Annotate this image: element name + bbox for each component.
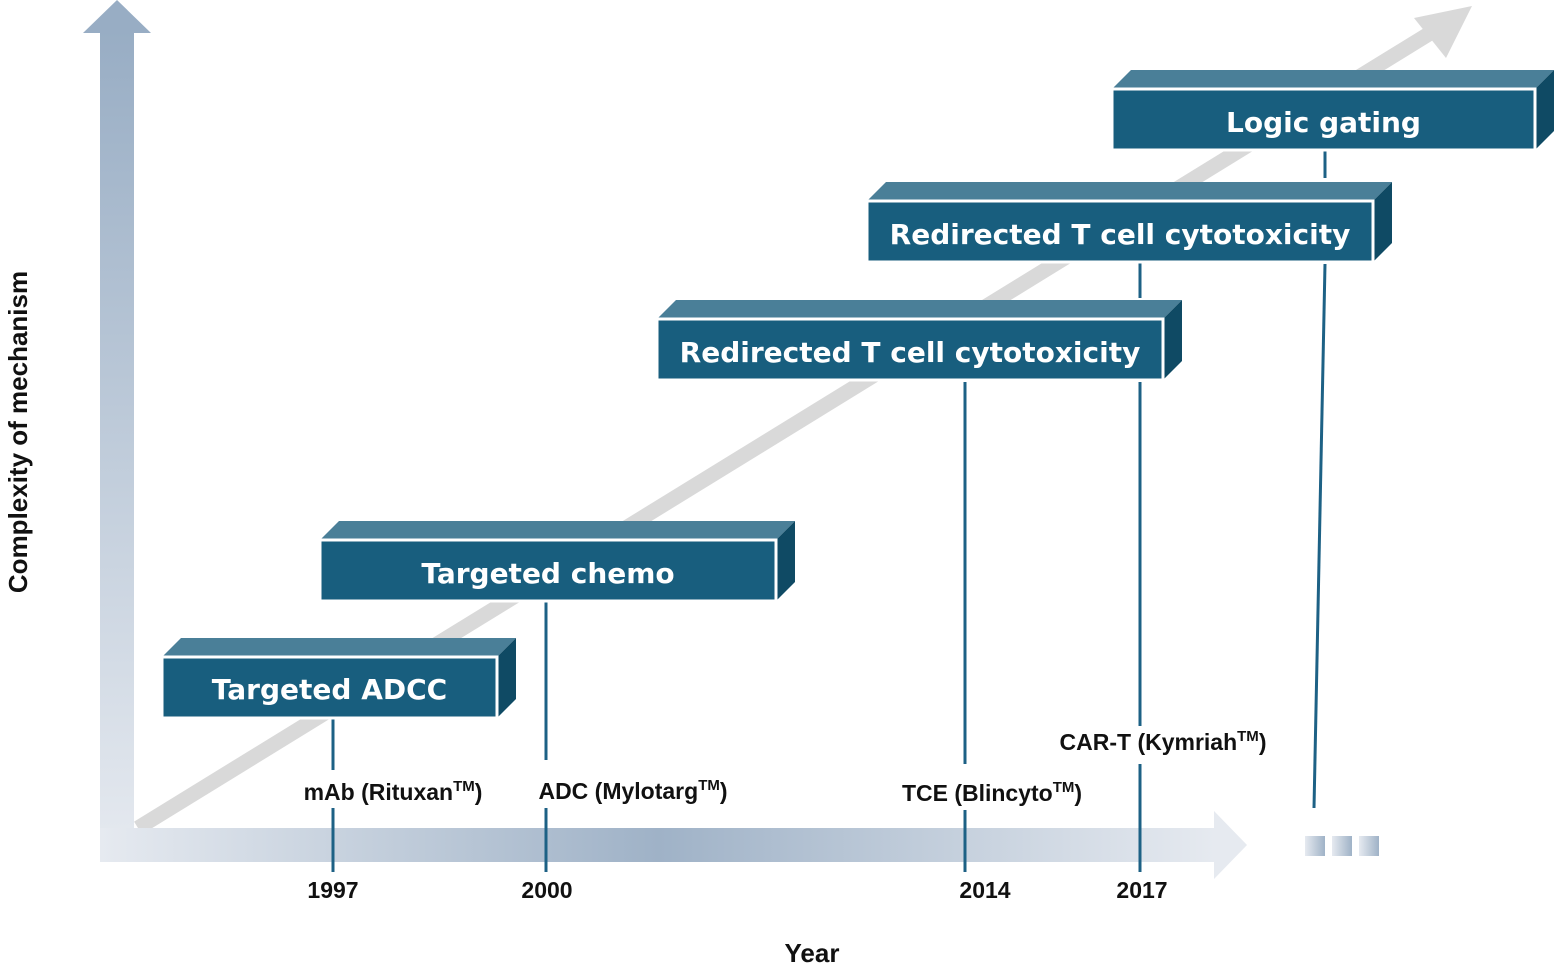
drug-label-kymriah: CAR-T (KymriahTM)	[1060, 728, 1267, 755]
y-axis-arrow	[83, 0, 151, 860]
drug-label-rituxan: mAb (RituxanTM)	[304, 778, 483, 805]
ellipsis-squares-icon	[1305, 836, 1379, 856]
stage-box-redirected-t-cell-1: Redirected T cell cytotoxicity	[655, 300, 1182, 382]
stage-box-targeted-chemo: Targeted chemo	[318, 521, 795, 603]
x-axis-title: Year	[785, 938, 840, 968]
drug-label-blincyto: TCE (BlincytoTM)	[902, 779, 1082, 806]
stage-label: Redirected T cell cytotoxicity	[680, 336, 1141, 369]
stage-box-targeted-adcc: Targeted ADCC	[160, 638, 516, 720]
x-axis-arrow	[100, 811, 1247, 879]
stage-box-redirected-t-cell-2: Redirected T cell cytotoxicity	[865, 182, 1392, 264]
stage-label: Logic gating	[1226, 106, 1421, 139]
drug-label-mylotarg: ADC (MylotargTM)	[538, 777, 727, 804]
year-label-2017: 2017	[1116, 877, 1167, 903]
stage-label: Targeted chemo	[421, 557, 674, 590]
year-label-2000: 2000	[521, 877, 572, 903]
stage-box-logic-gating: Logic gating	[1110, 70, 1554, 152]
connector-logic	[1312, 263, 1327, 809]
year-label-1997: 1997	[307, 877, 358, 903]
y-axis-title: Complexity of mechanism	[3, 271, 33, 593]
year-label-2014: 2014	[959, 877, 1010, 903]
stage-label: Targeted ADCC	[212, 673, 447, 706]
stage-label: Redirected T cell cytotoxicity	[890, 218, 1351, 251]
milestone-connectors	[331, 150, 1327, 872]
